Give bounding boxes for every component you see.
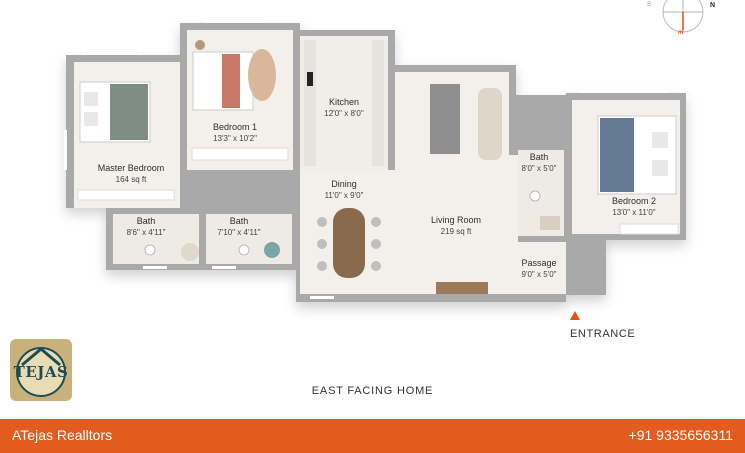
room-dim: 12'0" x 8'0" [324, 109, 364, 118]
room-name: Living Room [430, 215, 482, 225]
floor-plan [64, 0, 704, 302]
room-name: Dining [331, 179, 357, 189]
stove-icon [307, 72, 313, 86]
kitchen-counter [304, 40, 316, 166]
window [64, 130, 67, 170]
wall [106, 208, 300, 214]
bath-left2-floor [206, 214, 292, 264]
toilet-icon [238, 244, 250, 256]
dining-table [333, 208, 365, 278]
room-dim: 8'6" x 4'11" [126, 228, 166, 237]
room-label-kitchen: Kitchen 12'0" x 8'0" [324, 96, 363, 120]
wall [293, 30, 300, 270]
bed-blanket [110, 84, 148, 140]
sofa [430, 84, 460, 154]
room-label-master-bedroom: Master Bedroom 164 sq ft [98, 162, 165, 186]
phone-number[interactable]: +91 9335656311 [628, 427, 733, 443]
room-label-bath-right: Bath 8'0" x 5'0" [522, 151, 557, 175]
room-dim: 164 sq ft [115, 175, 147, 184]
room-label-living-room: Living Room 219 sq ft [431, 214, 481, 238]
toilet-icon [529, 190, 541, 202]
wardrobe [77, 189, 175, 201]
wall [518, 236, 566, 242]
logo-text: TEJAS [13, 363, 69, 381]
window [212, 266, 236, 269]
room-name: Bedroom 1 [212, 122, 258, 132]
room-name: Bath [529, 152, 549, 162]
toilet-icon [144, 244, 156, 256]
room-label-bedroom2: Bedroom 2 13'0" x 11'0" [612, 195, 656, 219]
room-dim: 219 sq ft [440, 227, 472, 236]
bed-blanket [600, 118, 634, 192]
room-name: Bedroom 2 [611, 196, 657, 206]
wall [180, 30, 187, 208]
kitchen-counter [372, 40, 384, 166]
compass-east-label: m [678, 30, 684, 36]
room-label-dining: Dining 11'0" x 9'0" [325, 178, 364, 202]
pillow [652, 160, 668, 176]
room-dim: 7'10" x 4'11" [217, 228, 261, 237]
window [205, 20, 265, 23]
room-label-bath-left1: Bath 8'6" x 4'11" [127, 215, 166, 239]
window [578, 90, 668, 93]
washbasin-icon [264, 242, 280, 258]
bed-blanket [222, 54, 240, 108]
armchair [478, 88, 502, 160]
compass-north-label: N [710, 2, 716, 9]
rug [248, 49, 276, 101]
room-name: Master Bedroom [97, 163, 165, 173]
wall [564, 95, 572, 242]
washbasin-icon [540, 216, 560, 230]
side-table [195, 40, 205, 50]
window [143, 266, 167, 269]
room-label-bedroom1: Bedroom 1 13'3" x 10'2" [213, 121, 257, 145]
room-dim: 13'0" x 11'0" [612, 208, 656, 217]
room-label-bath-left2: Bath 7'10" x 4'11" [217, 215, 260, 239]
room-dim: 13'3" x 10'2" [213, 134, 257, 143]
brand-name: ATejas Realltors [12, 427, 113, 443]
room-label-passage: Passage 9'0" x 5'0" [521, 257, 556, 281]
entrance-label: ENTRANCE [570, 328, 636, 340]
room-dim: 11'0" x 9'0" [324, 191, 364, 200]
room-name: Bath [136, 216, 156, 226]
room-name: Bath [229, 216, 249, 226]
wardrobe [619, 223, 679, 235]
washbasin-icon [181, 243, 199, 261]
footer-bar: ATejas Realltors +91 9335656311 [0, 419, 745, 453]
wardrobe [191, 147, 289, 161]
wall [518, 144, 564, 150]
room-dim: 8'0" x 5'0" [521, 164, 557, 173]
room-name: Kitchen [328, 97, 360, 107]
wall [388, 30, 395, 170]
compass-south-label: S [647, 2, 652, 8]
pillow [84, 112, 98, 126]
wall [199, 214, 206, 270]
chair [371, 217, 381, 227]
room-name: Passage [521, 258, 557, 268]
chair [371, 239, 381, 249]
wall [509, 95, 518, 155]
pillow [84, 92, 98, 106]
tv-console [436, 282, 488, 294]
entrance-arrow-icon [570, 311, 580, 320]
chair [317, 261, 327, 271]
chair [317, 217, 327, 227]
caption: EAST FACING HOME [311, 385, 434, 397]
tejas-logo: TEJAS [10, 339, 72, 401]
window [82, 52, 142, 55]
pillow [652, 132, 668, 148]
logo-house-icon [16, 347, 66, 397]
chair [371, 261, 381, 271]
chair [317, 239, 327, 249]
room-dim: 9'0" x 5'0" [521, 270, 557, 279]
window [310, 296, 334, 299]
